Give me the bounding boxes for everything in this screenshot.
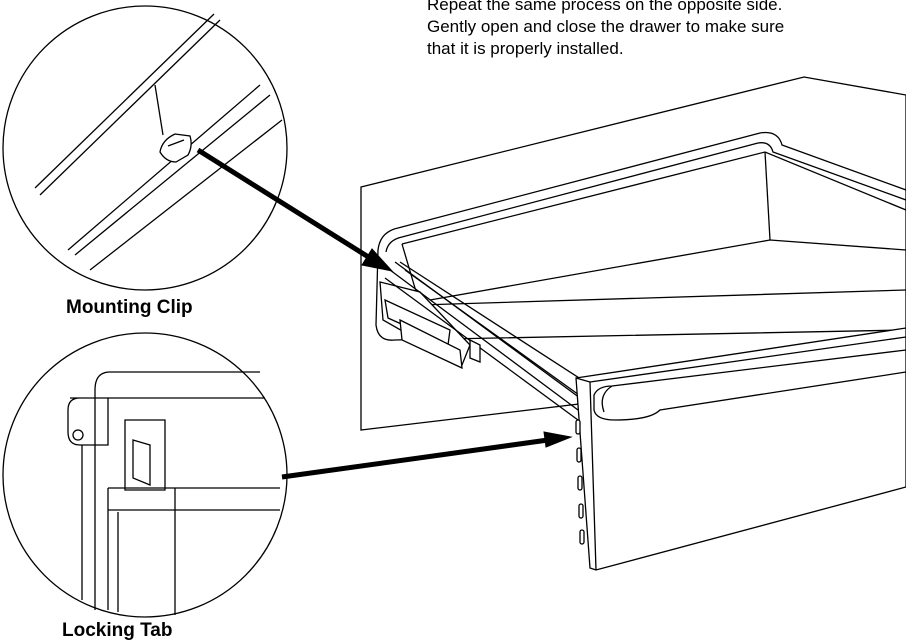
locking-tab-callout <box>3 333 287 617</box>
locking-tab-label: Locking Tab <box>62 620 173 641</box>
arrow-to-locking-tab <box>282 432 571 477</box>
mounting-clip-callout <box>3 6 287 290</box>
instruction-line-3: that it is properly installed. <box>427 39 624 58</box>
instruction-line-2: Gently open and close the drawer to make… <box>427 17 785 36</box>
arrow-to-mounting-clip <box>198 150 392 271</box>
mounting-clip-label: Mounting Clip <box>66 297 193 318</box>
slide-rail <box>380 262 580 420</box>
instruction-line-1: Repeat the same process on the opposite … <box>427 0 783 14</box>
drawer-box <box>376 133 906 401</box>
installation-instructions: Repeat the same process on the opposite … <box>427 0 906 60</box>
drawer-front <box>576 328 906 570</box>
